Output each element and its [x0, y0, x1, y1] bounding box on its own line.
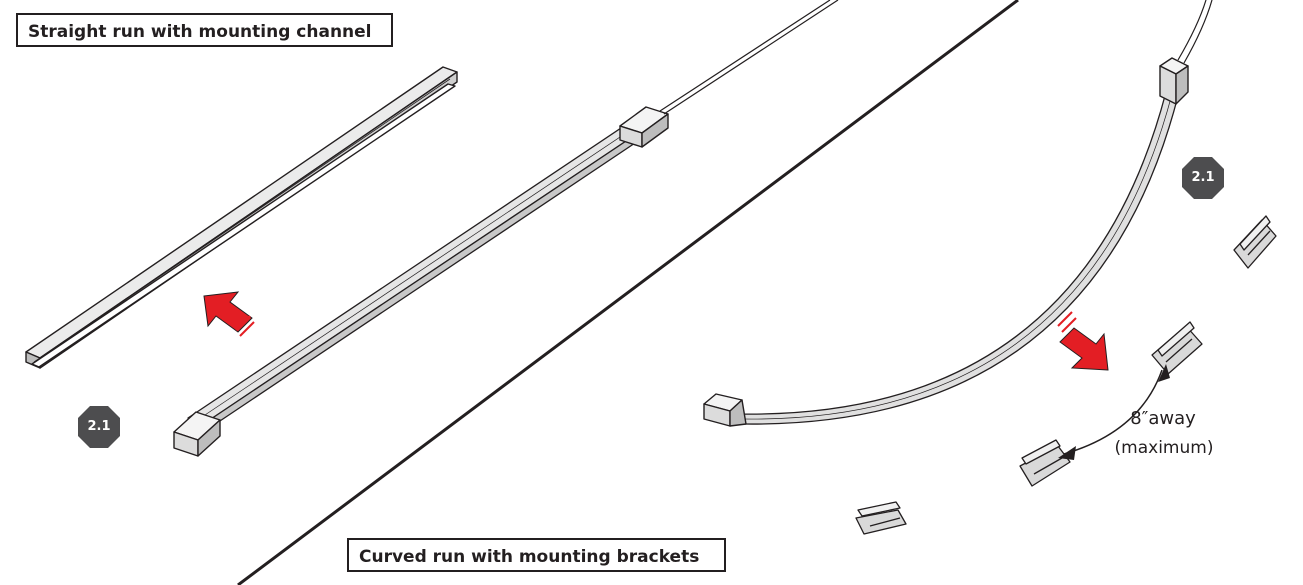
- dimension-arrow: [1058, 364, 1170, 460]
- badge-shape-icon: [78, 406, 120, 448]
- straight-led-strip: [173, 0, 839, 457]
- curved-led-strip: [703, 0, 1213, 427]
- mounting-bracket: [1019, 439, 1071, 487]
- insert-arrow-icon: [1057, 311, 1109, 371]
- step-badge: 2.1: [1181, 156, 1225, 200]
- mounting-channel: [25, 66, 458, 369]
- insert-arrow-icon: [203, 291, 255, 337]
- section-divider: [237, 0, 1019, 585]
- step-badge-label: 2.1: [1191, 170, 1215, 185]
- badge-shape-icon: [1182, 157, 1224, 199]
- dimension-distance: 8″away: [1130, 408, 1196, 429]
- mounting-bracket: [1151, 321, 1203, 375]
- mounting-bracket: [1233, 215, 1277, 269]
- curved-run-label: Curved run with mounting brackets: [347, 538, 726, 572]
- step-badge: 2.1: [77, 405, 121, 449]
- step-badge-label: 2.1: [87, 419, 111, 434]
- mounting-bracket: [855, 501, 907, 535]
- dimension-qualifier: (maximum): [1114, 438, 1214, 458]
- straight-run-label: Straight run with mounting channel: [16, 13, 393, 47]
